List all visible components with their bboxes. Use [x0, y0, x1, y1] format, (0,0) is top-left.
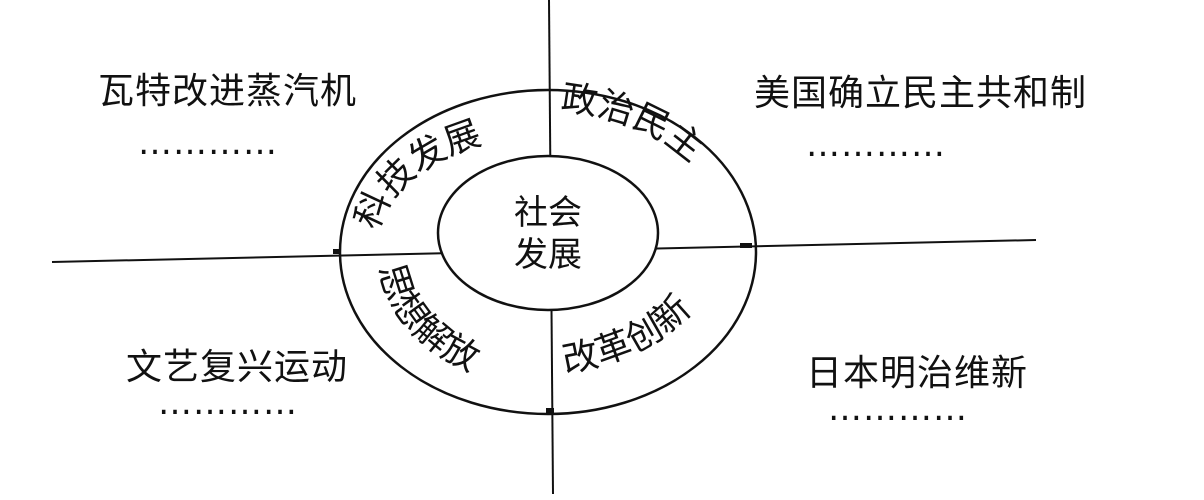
- axis-tick-right: [740, 243, 752, 248]
- corner-bottom-right-dots: …………: [828, 389, 968, 429]
- corner-top-right-title: 美国确立民主共和制: [754, 73, 1088, 114]
- corner-top-right-dots: …………: [806, 125, 946, 165]
- corner-bottom-left-title: 文艺复兴运动: [126, 347, 349, 388]
- center-ellipse: [436, 154, 660, 312]
- corner-top-left-title: 瓦特改进蒸汽机: [98, 71, 358, 112]
- center-label-line2: 发展: [514, 235, 582, 275]
- center-label-line1: 社会: [514, 193, 582, 233]
- ring-label-politics: 政治民主: [559, 78, 712, 170]
- axis-tick-left: [333, 249, 341, 254]
- corner-bottom-left-dots: …………: [158, 383, 298, 423]
- ring-label-politics-path: 政治民主: [559, 78, 712, 170]
- corner-bottom-right-title: 日本明治维新: [806, 353, 1029, 394]
- corner-top-left-dots: …………: [138, 123, 278, 163]
- axis-tick-bottom: [546, 408, 554, 415]
